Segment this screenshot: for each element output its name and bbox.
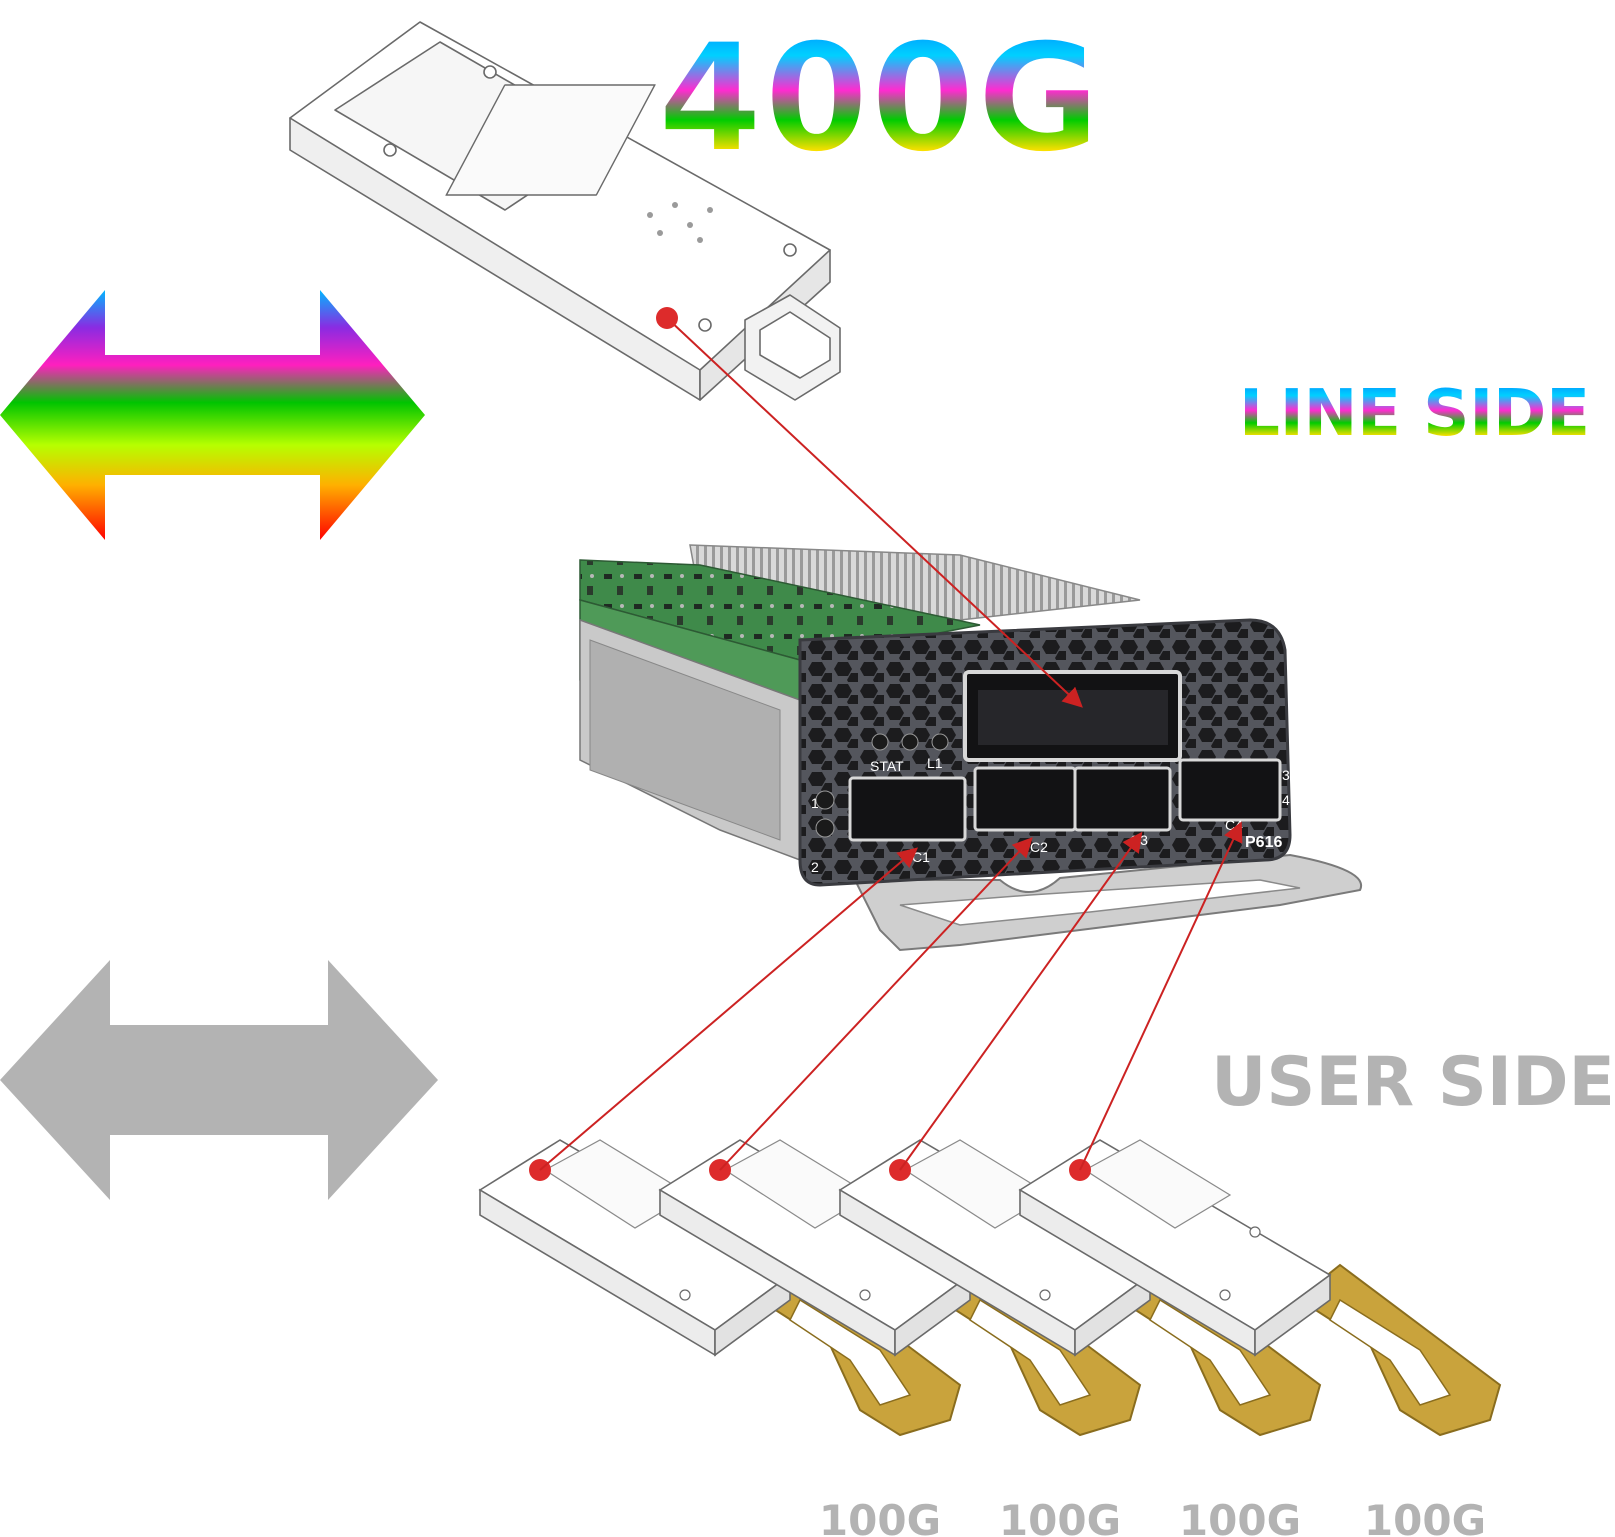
qsfp-100g-module-3 [838, 1139, 1322, 1437]
speed-label-2: 100G [999, 1496, 1121, 1537]
speed-label-4: 100G [1364, 1496, 1486, 1537]
connector-line-1 [539, 847, 919, 1171]
speed-label-3: 100G [1179, 1496, 1301, 1537]
port-label-c2: C2 [1030, 839, 1048, 855]
led-label-l1: L1 [927, 755, 943, 771]
qsfp-100g-module-1 [478, 1139, 962, 1437]
led-label-4: 4 [1282, 792, 1290, 808]
line-card-p616 [579, 544, 1363, 952]
speed-label-1: 100G [819, 1496, 941, 1537]
double-headed-arrow-rainbow-icon [0, 290, 425, 540]
led-label-2: 2 [811, 859, 819, 875]
led-label-3: 3 [1282, 767, 1290, 783]
cfp-400g-module [289, 21, 841, 401]
led-label-stat: STAT [870, 758, 904, 774]
double-headed-arrow-gray-icon [0, 960, 438, 1200]
qsfp-100g-module-4 [1018, 1139, 1502, 1437]
connector-line-line-side [666, 317, 1083, 708]
title-400g: 400G [658, 12, 1102, 186]
card-model-label: P616 [1245, 834, 1282, 851]
led-label-1: 1 [811, 795, 819, 811]
connector-dot-cfp [656, 307, 678, 329]
connector-lines [539, 317, 1243, 1171]
qsfp-100g-module-2 [658, 1139, 1142, 1437]
port-label-c4: C4 [1225, 817, 1243, 833]
qsfp-module-group [478, 1139, 1502, 1437]
connector-line-4 [1079, 821, 1243, 1171]
user-side-label: USER SIDE [1211, 1043, 1615, 1122]
connector-line-2 [719, 837, 1033, 1171]
line-side-label: LINE SIDE [1239, 377, 1590, 451]
connector-line-3 [899, 831, 1143, 1171]
